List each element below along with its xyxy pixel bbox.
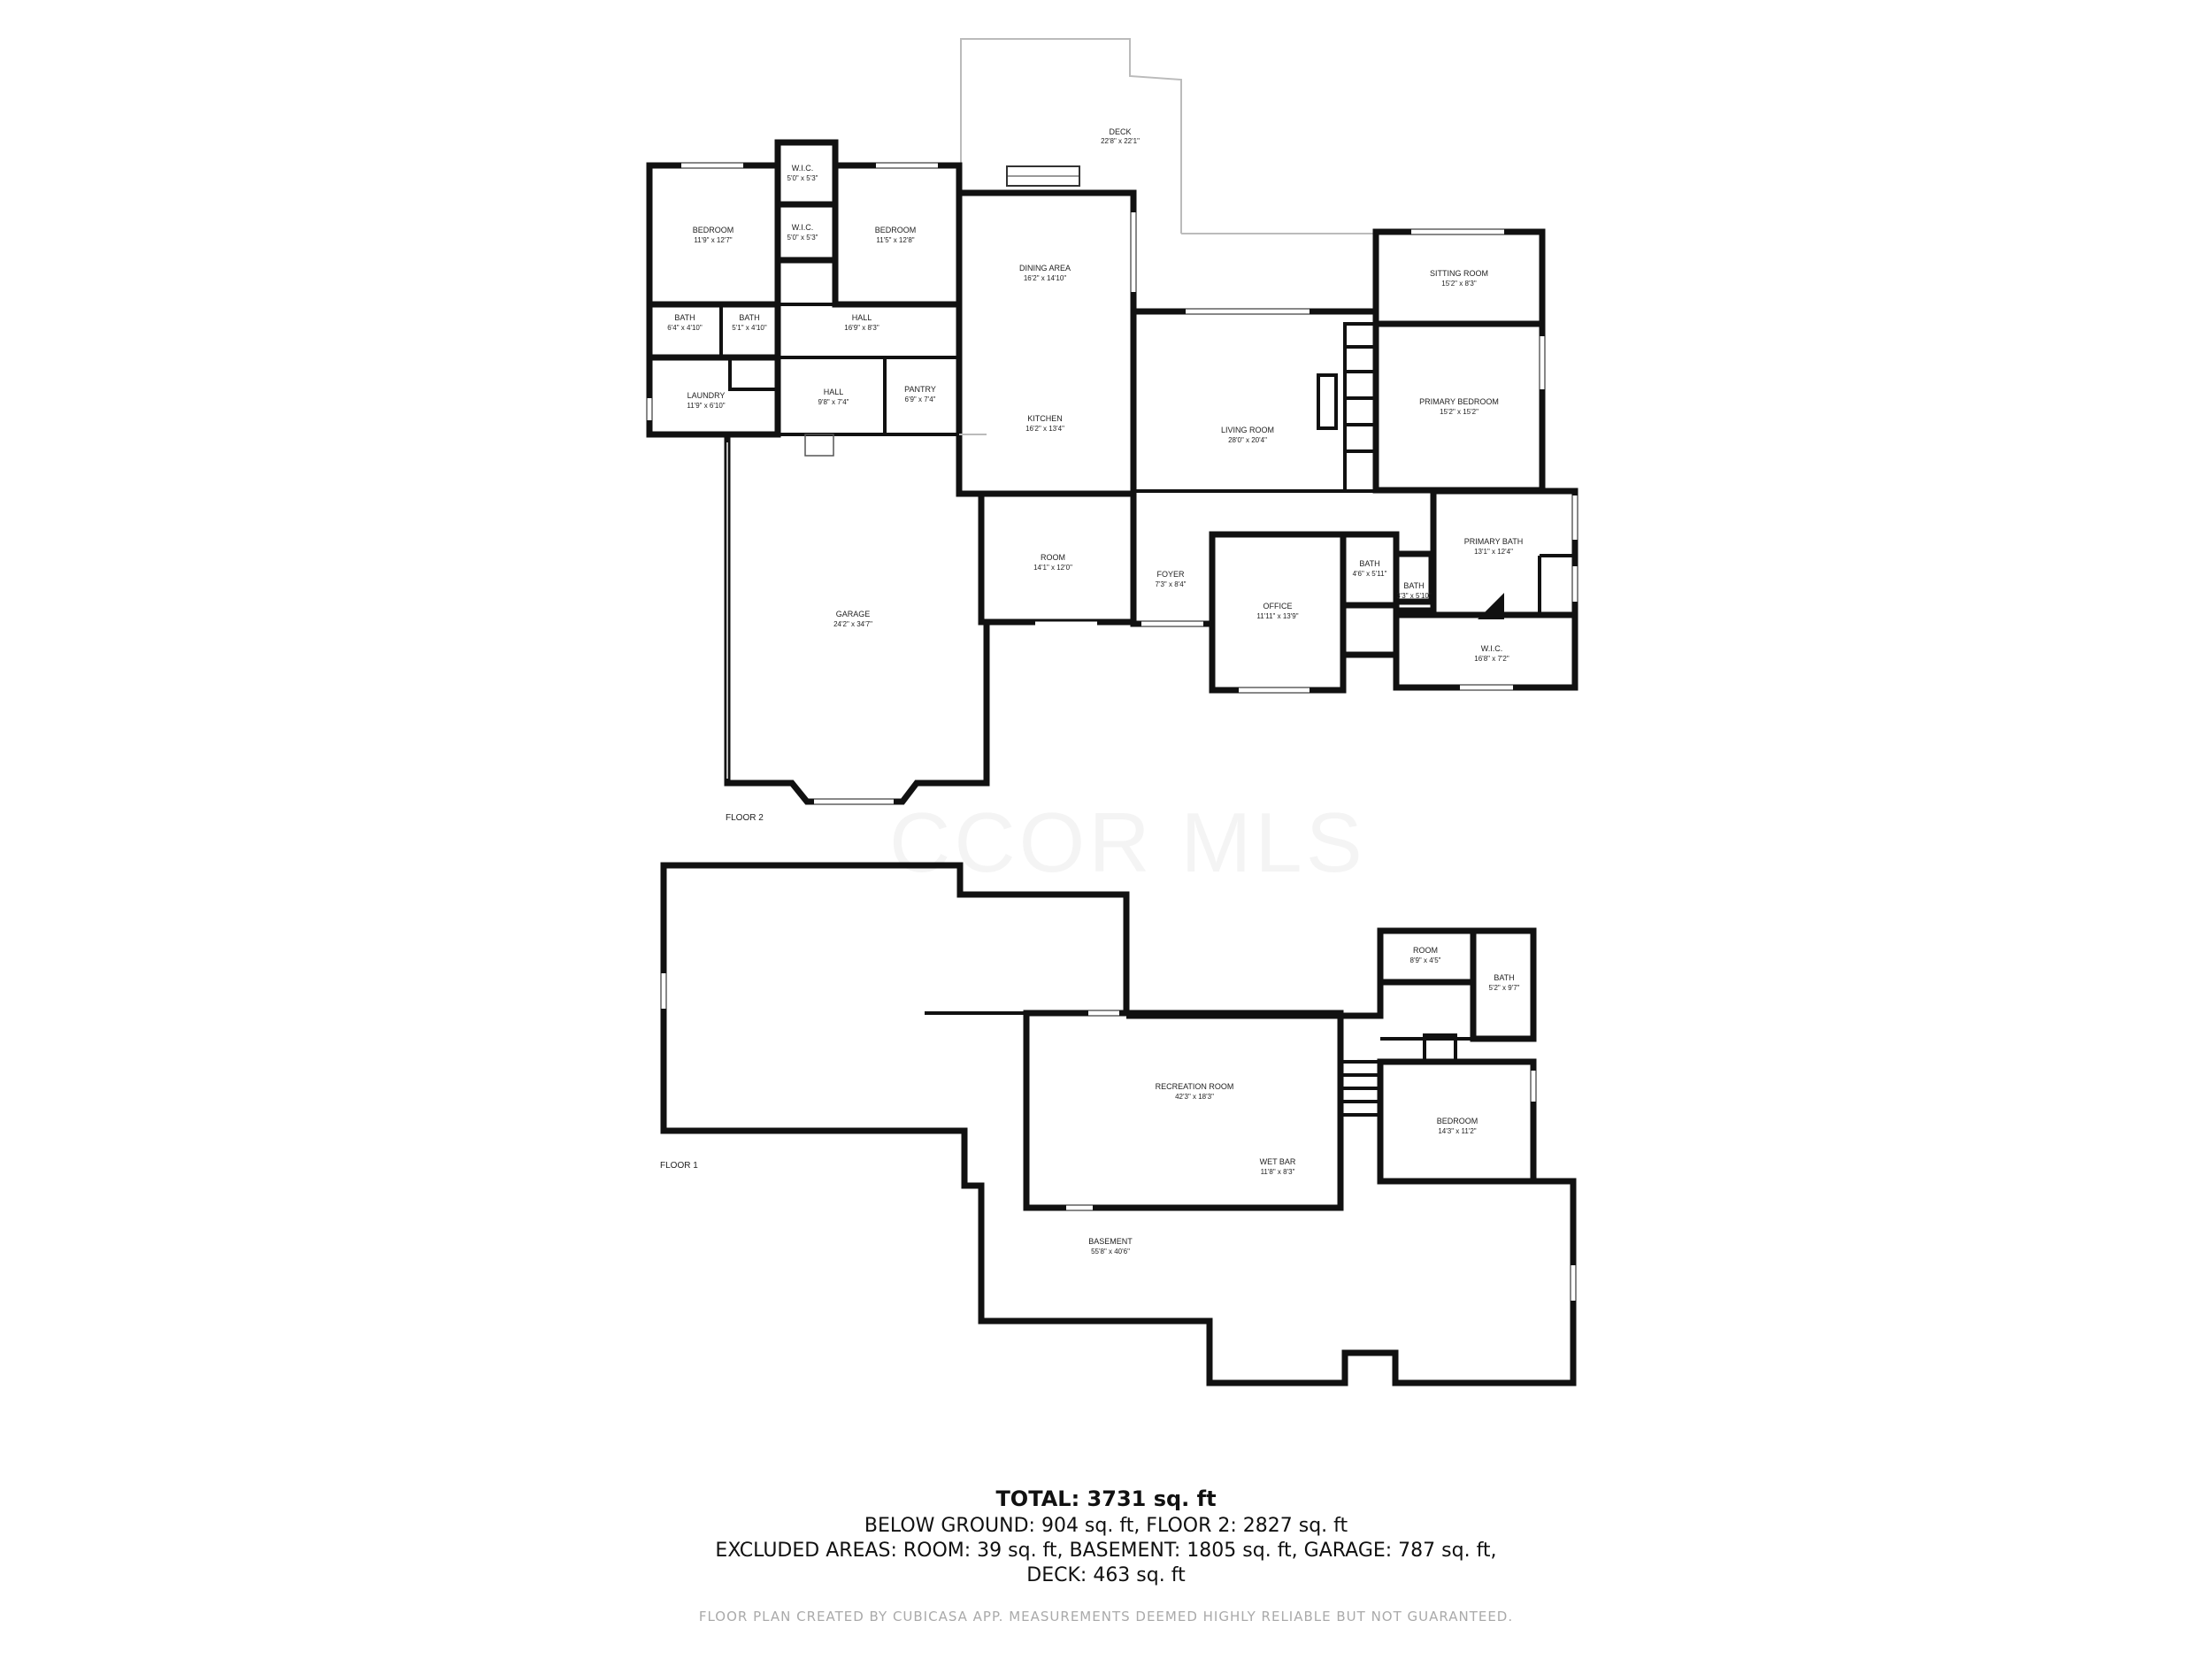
room-name: PANTRY [904, 385, 936, 394]
room-name: BEDROOM [1437, 1117, 1479, 1125]
room-dims: 55'8" x 40'6" [1091, 1248, 1130, 1256]
room-name: GARAGE [836, 610, 871, 618]
room-dims: 16'2" x 14'10" [1024, 274, 1066, 282]
room-dims: 4'6" x 5'11" [1353, 570, 1387, 578]
room-dims: 7'3" x 8'4" [1156, 580, 1187, 588]
room-name: ROOM [1041, 553, 1065, 562]
room-dims: 14'3" x 11'2" [1438, 1127, 1476, 1135]
room-name: BATH [739, 313, 759, 322]
credit-note: FLOOR PLAN CREATED BY CUBICASA APP. MEAS… [698, 1609, 1514, 1624]
bedroom-mid-walls [832, 162, 963, 308]
wic-top-walls [774, 139, 839, 208]
room-dims: 15'2" x 15'2" [1440, 408, 1479, 416]
room-dims: 14'1" x 12'0" [1033, 564, 1072, 572]
sitting-room-walls [1372, 228, 1546, 327]
room-name: W.I.C. [792, 223, 814, 232]
room-name: BATH [1359, 559, 1379, 568]
excluded-areas-line: EXCLUDED AREAS: ROOM: 39 sq. ft, BASEMEN… [715, 1540, 1497, 1562]
room-dims: 42'3" x 18'3" [1175, 1093, 1214, 1101]
room-dims: 5'1" x 4'10" [732, 324, 767, 332]
room-dims: 16'8" x 7'2" [1474, 655, 1509, 663]
room-name: ROOM [1413, 946, 1438, 955]
room-name: FOYER [1156, 570, 1185, 579]
watermark: CCOR MLS [889, 795, 1366, 890]
recreation-walls [1023, 1010, 1344, 1211]
room-dims: 11'11" x 13'9" [1256, 612, 1298, 620]
room-name: PRIMARY BEDROOM [1419, 397, 1499, 406]
room-name: HALL [852, 313, 872, 322]
room-dims: 13'1" x 12'4" [1474, 548, 1513, 556]
room-name: DECK [1109, 127, 1131, 136]
room-dims: 16'9" x 8'3" [844, 324, 879, 332]
room-name: HALL [824, 388, 844, 396]
room-name: BATH [674, 313, 695, 322]
room-dims: 5'2" x 9'7" [1489, 984, 1520, 992]
room-name: BASEMENT [1088, 1237, 1133, 1246]
room-labels: DECK 22'8" x 22'1" W.I.C. 5'0" x 5'3" W.… [660, 127, 1523, 1256]
floor-label: FLOOR 2 [726, 813, 764, 823]
basement-outer-walls [660, 862, 1577, 1386]
room-name: SITTING ROOM [1430, 269, 1488, 278]
room-dims: 6'9" x 7'4" [905, 396, 936, 403]
room-dims: 11'8" x 8'3" [1261, 1168, 1295, 1176]
deck-outline [960, 38, 1182, 234]
room-dims: 16'2" x 13'4" [1025, 425, 1064, 433]
room-dims: 6'4" x 4'10" [667, 324, 703, 332]
room-name: BEDROOM [875, 226, 917, 234]
room-name: RECREATION ROOM [1156, 1082, 1234, 1091]
room-name: DINING AREA [1019, 264, 1071, 273]
area-breakdown-line: BELOW GROUND: 904 sq. ft, FLOOR 2: 2827 … [864, 1515, 1348, 1537]
room-name: BATH [1403, 581, 1424, 590]
room-dims: 24'2" x 34'7" [833, 620, 872, 628]
room-dims: 11'5" x 12'8" [876, 236, 914, 244]
room-dims: 9'8" x 7'4" [818, 398, 849, 406]
room-name: W.I.C. [1481, 644, 1503, 653]
total-area: TOTAL: 3731 sq. ft [995, 1486, 1217, 1511]
room-name: KITCHEN [1027, 414, 1063, 423]
room-name: OFFICE [1263, 602, 1293, 611]
room-dims: 11'9" x 6'10" [687, 402, 725, 410]
room-dims: 3'3" x 5'10" [1396, 592, 1432, 600]
windows [647, 163, 1578, 804]
deck-area-line: DECK: 463 sq. ft [1026, 1564, 1186, 1586]
room-dims: 28'0" x 20'4" [1228, 436, 1267, 444]
room-name: LAUNDRY [687, 391, 726, 400]
room-dims: 8'9" x 4'5" [1410, 956, 1441, 964]
room-dims: 5'0" x 5'3" [787, 234, 818, 242]
room-dims: 11'9" x 12'7" [694, 236, 732, 244]
room-name: WET BAR [1260, 1157, 1296, 1166]
bedroom-left-walls [646, 162, 781, 308]
room-name: W.I.C. [792, 164, 814, 173]
room-dims: 22'8" x 22'1" [1101, 137, 1140, 145]
room-name: BEDROOM [693, 226, 734, 234]
room-name: BATH [1494, 973, 1514, 982]
dining-kitchen-walls [956, 189, 1137, 497]
room-name: PRIMARY BATH [1464, 537, 1524, 546]
floor-label: FLOOR 1 [660, 1161, 698, 1171]
floor-2-plan [646, 38, 1578, 805]
room-dims: 15'2" x 8'3" [1441, 280, 1477, 288]
room-dims: 5'0" x 5'3" [787, 174, 818, 182]
floor-1-plan [660, 862, 1577, 1386]
primary-bedroom-walls [1372, 320, 1546, 494]
room-name: LIVING ROOM [1221, 426, 1274, 434]
